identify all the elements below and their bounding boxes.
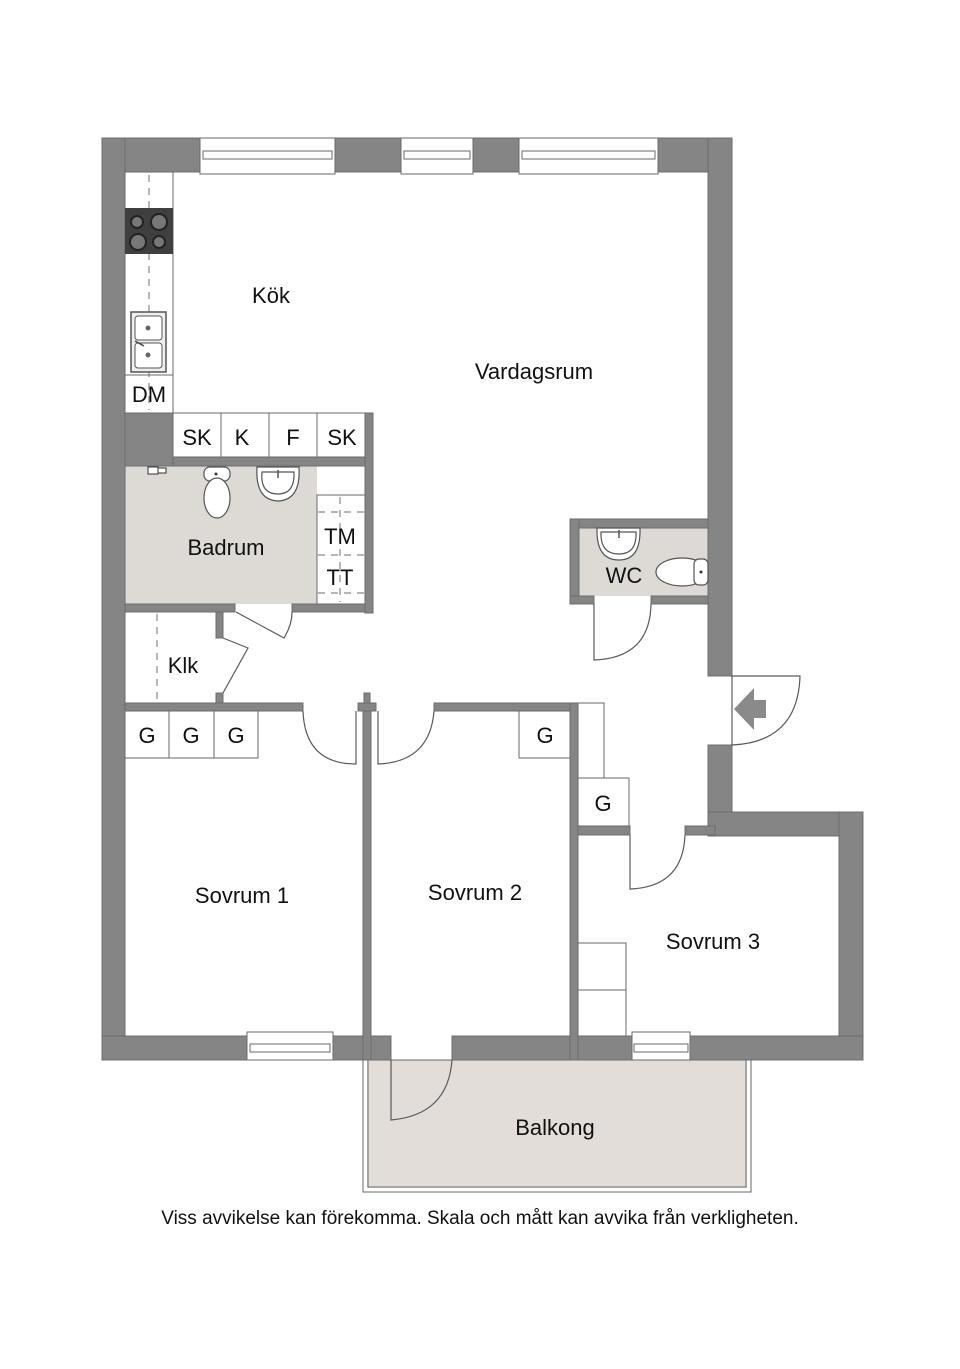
windows bbox=[199, 137, 691, 1061]
kitchen-counter: DM bbox=[124, 171, 174, 414]
room-label-bathroom: Badrum bbox=[187, 535, 264, 560]
room-label-balcony: Balkong bbox=[515, 1115, 595, 1140]
closet-door-swing bbox=[222, 637, 249, 694]
disclaimer-text: Viss avvikelse kan förekomma. Skala och … bbox=[161, 1208, 799, 1229]
cabinet-k-label: K bbox=[235, 425, 250, 450]
bedroom1-door-swing[interactable] bbox=[302, 710, 357, 765]
room-label-bedroom2: Sovrum 2 bbox=[428, 880, 522, 905]
shower-tap-icon bbox=[147, 466, 167, 475]
wardrobes-bedroom1: G G G bbox=[124, 710, 259, 759]
washbasin-icon bbox=[596, 527, 641, 561]
cabinet-sk2-label: SK bbox=[327, 425, 357, 450]
wc-door-swing bbox=[593, 603, 652, 661]
balcony-floor bbox=[367, 1060, 747, 1188]
bedroom2-door-swing[interactable] bbox=[377, 710, 435, 765]
wc-fixtures bbox=[596, 527, 709, 587]
outer-walls bbox=[101, 137, 864, 1061]
bathroom-fixtures: TM TT bbox=[147, 466, 366, 605]
wardrobe-label: G bbox=[594, 791, 611, 816]
washer-label: TM bbox=[324, 524, 356, 549]
kitchen-appliance-row: SK K F SK bbox=[172, 412, 366, 458]
room-label-wc: WC bbox=[606, 563, 643, 588]
room-label-bedroom3: Sovrum 3 bbox=[666, 929, 760, 954]
room-label-living: Vardagsrum bbox=[475, 359, 593, 384]
wardrobe-hall: G bbox=[577, 702, 630, 827]
kitchen-sink-icon bbox=[130, 311, 167, 373]
toilet-icon bbox=[655, 557, 709, 587]
bedroom3-shelf bbox=[577, 942, 627, 1037]
bathroom-door-swing bbox=[235, 611, 293, 639]
wardrobe-label: G bbox=[138, 723, 155, 748]
wardrobe-label: G bbox=[182, 723, 199, 748]
wardrobe-label: G bbox=[536, 723, 553, 748]
toilet-icon bbox=[203, 466, 231, 519]
washbasin-icon bbox=[256, 466, 300, 502]
entrance-door[interactable] bbox=[731, 675, 801, 746]
wardrobe-bedroom2: G bbox=[518, 710, 571, 759]
bedroom3-door-swing[interactable] bbox=[629, 834, 686, 890]
dryer-label: TT bbox=[327, 565, 354, 590]
room-label-bedroom1: Sovrum 1 bbox=[195, 883, 289, 908]
interior-walls bbox=[124, 412, 716, 1061]
entrance-arrow-icon bbox=[734, 688, 766, 730]
cabinet-sk-label: SK bbox=[182, 425, 212, 450]
wardrobe-label: G bbox=[227, 723, 244, 748]
stove-icon bbox=[125, 208, 173, 254]
balcony-door-swing[interactable] bbox=[390, 1059, 453, 1121]
dishwasher-label: DM bbox=[132, 382, 166, 407]
room-label-closet: Klk bbox=[168, 653, 200, 678]
room-label-kitchen: Kök bbox=[252, 283, 291, 308]
cabinet-f-label: F bbox=[286, 425, 299, 450]
